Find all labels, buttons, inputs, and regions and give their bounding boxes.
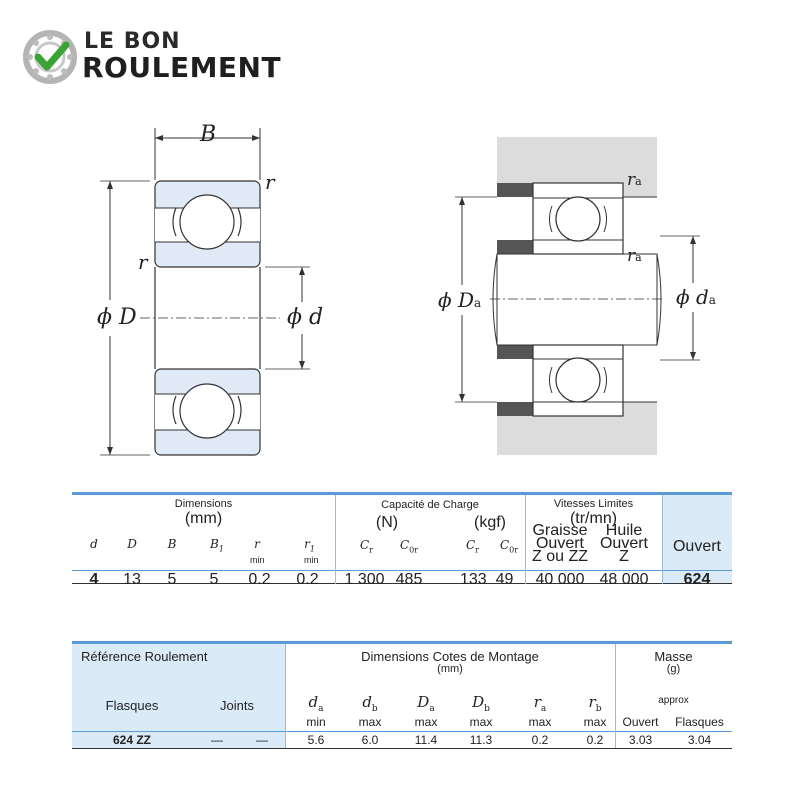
label-r-top: r — [265, 170, 275, 194]
cell-mass-flasques: 3.04 — [687, 733, 712, 747]
mass-col-flasques: Flasques — [675, 715, 724, 729]
col-B1: B1 — [210, 537, 224, 554]
cell-Cr-kgf: 133 — [460, 571, 487, 588]
speed-header: Vitesses Limites — [553, 498, 634, 510]
cell-B1: 5 — [209, 571, 219, 588]
col-da: da — [308, 693, 324, 714]
label-B: B — [200, 122, 217, 147]
col-db: db — [362, 693, 378, 714]
speed-unit: (tr/mn) — [569, 510, 618, 527]
cell-mass-ouvert: 3.03 — [628, 733, 653, 747]
limit-rb: max — [583, 715, 607, 729]
label-phi-d: ϕ d — [287, 305, 324, 330]
joints-header: Joints — [220, 698, 254, 713]
col-rb: rb — [588, 693, 602, 714]
ref-col-header: Ouvert — [672, 538, 721, 555]
mounting-diagram — [455, 137, 700, 455]
cell-da: 5.6 — [307, 733, 325, 747]
col-Cr: Cr — [359, 538, 373, 555]
col-ra: ra — [533, 693, 547, 714]
cell-rb: 0.2 — [586, 733, 604, 747]
cell-joints-1: — — [211, 733, 223, 747]
cell-Da: 11.4 — [414, 733, 438, 747]
col-C0r: C0r — [399, 538, 419, 555]
limit-db: max — [358, 715, 382, 729]
col-d: d — [90, 537, 98, 551]
limit-Da: max — [414, 715, 438, 729]
mount-header: Dimensions Cotes de Montage — [361, 649, 539, 664]
cell-ref-flasques: 624 ZZ — [112, 733, 151, 747]
flasques-header: Flasques — [105, 698, 159, 713]
capacity-unit-kgf: (kgf) — [474, 514, 506, 531]
mass-col-ouvert: Ouvert — [622, 715, 659, 729]
ref-title: Référence Roulement — [81, 649, 208, 664]
label-phi-Da: ϕ Da — [438, 288, 482, 312]
logo-line1: LE BON — [84, 29, 181, 54]
cell-C0r: 485 — [395, 571, 423, 588]
cell-Cr: 1 300 — [344, 571, 385, 588]
cell-speed-grease: 40 000 — [535, 571, 585, 588]
cell-speed-oil: 48 000 — [599, 571, 649, 588]
cell-r1: 0.2 — [296, 571, 319, 588]
label-ra-mid: ra — [627, 246, 642, 266]
label-phi-da: ϕ da — [676, 285, 716, 309]
mass-header: Masse — [654, 649, 693, 664]
col-C0r-kgf: C0r — [499, 538, 519, 555]
mounting-table: Référence Roulement Flasques Joints Dime… — [72, 641, 732, 749]
dimensions-header: Dimensions — [174, 498, 233, 510]
cell-ra: 0.2 — [531, 733, 549, 747]
col-r: r — [254, 537, 260, 551]
cell-B: 5 — [167, 571, 177, 588]
min-label-r1: min — [304, 555, 319, 565]
cell-C0r-kgf: 49 — [495, 571, 514, 588]
min-label-r: min — [250, 555, 265, 565]
approx-label: approx — [658, 695, 689, 706]
label-r-left: r — [138, 250, 148, 274]
cell-d: 4 — [89, 571, 99, 588]
cell-Db: 11.3 — [469, 733, 493, 747]
dimensions-unit: (mm) — [184, 510, 223, 527]
limit-da: min — [306, 715, 326, 729]
cell-D: 13 — [123, 571, 141, 588]
col-Da: Da — [417, 693, 435, 714]
mount-unit: (mm) — [437, 663, 463, 675]
bearing-section-diagram — [100, 128, 310, 456]
col-B: B — [167, 537, 177, 551]
mass-unit: (g) — [666, 663, 681, 675]
cell-ref: 624 — [683, 571, 711, 588]
col-r1: r1 — [304, 537, 315, 554]
label-phi-D: ϕ D — [97, 305, 137, 330]
col-D: D — [127, 537, 137, 551]
capacity-unit-n: (N) — [375, 514, 399, 531]
cell-r: 0.2 — [248, 571, 271, 588]
bearing-check-icon — [23, 30, 77, 84]
cell-joints-2: — — [256, 733, 268, 747]
brand-logo[interactable]: LE BON ROULEMENT — [22, 27, 302, 87]
limit-Db: max — [469, 715, 493, 729]
logo-line2: ROULEMENT — [82, 51, 282, 84]
capacity-header: Capacité de Charge — [381, 499, 479, 511]
limit-ra: max — [528, 715, 552, 729]
cell-db: 6.0 — [361, 733, 379, 747]
label-ra-top: ra — [627, 170, 642, 190]
specs-table: Dimensions (mm) Capacité de Charge (N) (… — [72, 492, 732, 588]
col-Cr-kgf: Cr — [465, 538, 479, 555]
col-Db: Db — [472, 693, 490, 714]
